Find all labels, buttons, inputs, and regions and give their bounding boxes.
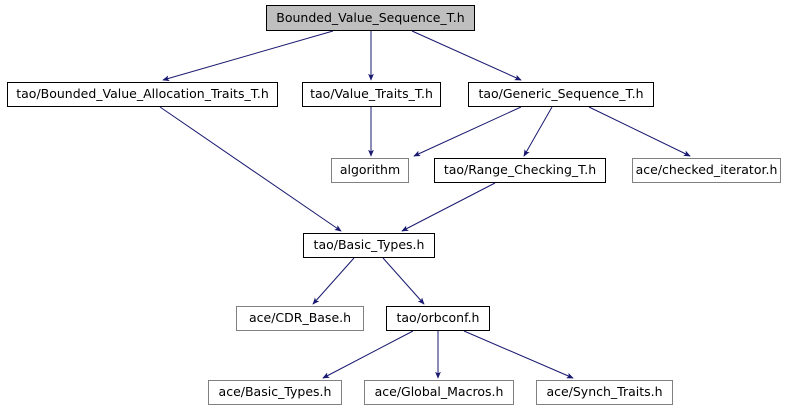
graph-edge — [463, 330, 574, 379]
graph-node-label: tao/Generic_Sequence_T.h — [478, 86, 644, 102]
graph-node-bvat[interactable]: tao/Bounded_Value_Allocation_Traits_T.h — [7, 82, 278, 107]
graph-node-cdrbase[interactable]: ace/CDR_Base.h — [236, 306, 364, 331]
graph-node-vtraits[interactable]: tao/Value_Traits_T.h — [302, 82, 441, 107]
graph-node-orbconf[interactable]: tao/orbconf.h — [386, 306, 490, 331]
graph-node-globalmac[interactable]: ace/Global_Macros.h — [364, 380, 514, 405]
graph-edge — [159, 106, 342, 232]
graph-node-label: ace/CDR_Base.h — [248, 310, 352, 326]
graph-node-algorithm[interactable]: algorithm — [331, 158, 409, 183]
graph-edge — [162, 30, 334, 82]
graph-node-rangechk[interactable]: tao/Range_Checking_T.h — [434, 158, 606, 183]
graph-node-label: tao/Range_Checking_T.h — [443, 162, 597, 178]
graph-node-label: tao/Bounded_Value_Allocation_Traits_T.h — [16, 86, 269, 102]
graph-node-label: ace/checked_iterator.h — [635, 162, 778, 178]
graph-node-label: Bounded_Value_Sequence_T.h — [276, 9, 465, 25]
graph-node-root[interactable]: Bounded_Value_Sequence_T.h — [266, 5, 475, 31]
graph-node-synchtraits[interactable]: ace/Synch_Traits.h — [536, 380, 673, 405]
graph-node-label: tao/Basic_Types.h — [313, 237, 425, 253]
graph-node-acebasic[interactable]: ace/Basic_Types.h — [208, 380, 342, 405]
graph-node-label: ace/Basic_Types.h — [218, 384, 332, 400]
graph-edge — [382, 257, 425, 305]
graph-node-label: ace/Global_Macros.h — [374, 384, 504, 400]
graph-edge — [401, 182, 496, 232]
graph-edge — [312, 257, 355, 305]
graph-node-genseq[interactable]: tao/Generic_Sequence_T.h — [468, 82, 654, 107]
graph-node-checkedit[interactable]: ace/checked_iterator.h — [632, 158, 781, 183]
graph-node-label: ace/Synch_Traits.h — [546, 384, 663, 400]
graph-node-label: tao/Value_Traits_T.h — [310, 86, 433, 102]
graph-edge — [411, 30, 522, 81]
graph-node-label: tao/orbconf.h — [396, 310, 480, 326]
graph-node-basictypes[interactable]: tao/Basic_Types.h — [303, 233, 435, 258]
graph-node-label: algorithm — [339, 162, 401, 178]
graph-edge — [588, 106, 691, 157]
graph-edge — [523, 106, 553, 157]
graph-edge — [413, 106, 522, 157]
graph-edge — [322, 330, 414, 379]
